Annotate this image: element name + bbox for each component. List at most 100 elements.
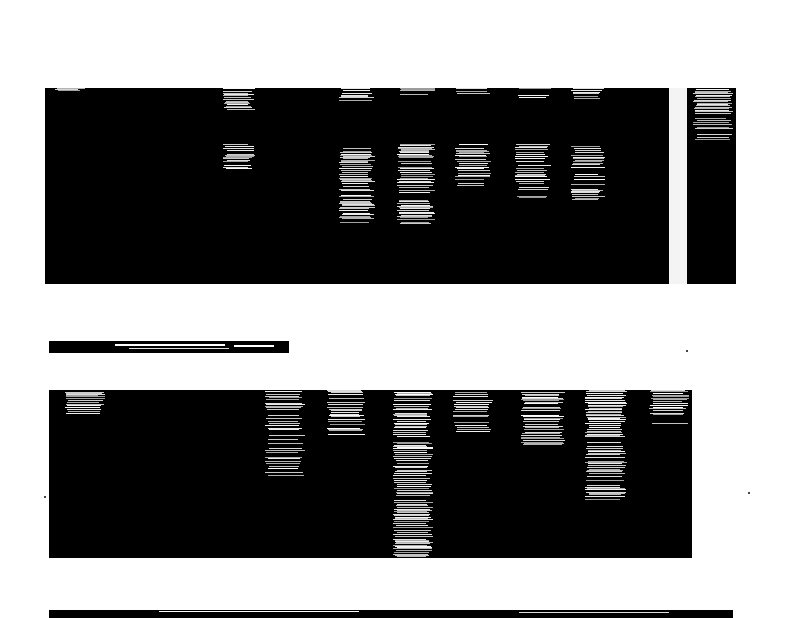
band-streak bbox=[394, 458, 431, 459]
band-streak bbox=[265, 461, 301, 462]
band-streak bbox=[394, 400, 430, 401]
band-streak bbox=[268, 428, 302, 429]
band-streak bbox=[393, 414, 427, 415]
upper-lane-1 bbox=[55, 88, 85, 284]
band-streak bbox=[399, 155, 432, 156]
band-streak bbox=[518, 189, 548, 190]
band-streak bbox=[521, 435, 562, 436]
bottom-bar bbox=[49, 610, 733, 618]
band-streak bbox=[697, 134, 732, 135]
band-streak bbox=[327, 407, 363, 408]
band-streak bbox=[268, 468, 298, 469]
band-streak bbox=[394, 521, 429, 522]
band-streak bbox=[585, 489, 626, 490]
band-streak bbox=[394, 427, 426, 428]
band-streak bbox=[343, 186, 369, 187]
band-streak bbox=[342, 204, 374, 205]
band-streak bbox=[343, 90, 370, 91]
band-streak bbox=[573, 158, 604, 159]
band-streak bbox=[523, 421, 559, 422]
band-streak bbox=[68, 400, 103, 401]
band-streak bbox=[328, 394, 363, 395]
band-streak bbox=[397, 206, 433, 207]
band-streak bbox=[394, 502, 433, 503]
band-streak bbox=[588, 411, 622, 412]
band-streak bbox=[341, 154, 371, 155]
band-streak bbox=[223, 144, 248, 145]
band-streak bbox=[397, 154, 429, 155]
band-streak bbox=[329, 409, 362, 410]
band-streak bbox=[343, 148, 371, 149]
band-streak bbox=[589, 408, 622, 409]
band-streak bbox=[393, 432, 426, 433]
band-streak bbox=[588, 419, 626, 420]
band-streak bbox=[575, 160, 604, 161]
band-streak bbox=[227, 150, 254, 151]
band-streak bbox=[459, 163, 488, 164]
band-streak bbox=[516, 181, 544, 182]
band-streak bbox=[588, 450, 621, 451]
band-streak bbox=[223, 148, 254, 149]
band-streak bbox=[589, 390, 625, 391]
band-streak bbox=[393, 446, 427, 447]
lower-lane-7 bbox=[585, 390, 627, 558]
band-streak bbox=[268, 415, 299, 416]
band-streak bbox=[397, 393, 432, 394]
band-streak bbox=[66, 413, 100, 414]
band-streak bbox=[226, 106, 251, 107]
band-streak bbox=[394, 515, 429, 516]
band-streak bbox=[341, 96, 368, 97]
band-streak bbox=[585, 398, 622, 399]
band-streak bbox=[66, 394, 105, 395]
band-streak bbox=[398, 170, 430, 171]
band-streak bbox=[67, 402, 99, 403]
band-streak bbox=[399, 201, 429, 202]
band-streak bbox=[571, 184, 605, 185]
band-streak bbox=[396, 460, 428, 461]
band-streak bbox=[339, 97, 374, 98]
band-streak bbox=[342, 180, 372, 181]
band-streak bbox=[695, 91, 731, 92]
band-streak bbox=[394, 511, 427, 512]
band-streak bbox=[586, 492, 626, 493]
band-streak bbox=[340, 201, 370, 202]
band-streak bbox=[66, 398, 105, 399]
band-streak bbox=[455, 148, 484, 149]
band-streak bbox=[328, 421, 362, 422]
band-streak bbox=[397, 547, 432, 548]
band-streak bbox=[399, 190, 435, 191]
band-streak bbox=[224, 97, 251, 98]
band-streak bbox=[695, 118, 726, 119]
band-streak bbox=[266, 399, 299, 400]
band-streak bbox=[401, 176, 433, 177]
band-streak bbox=[227, 104, 248, 105]
band-streak bbox=[395, 471, 427, 472]
band-streak bbox=[339, 203, 372, 204]
band-streak bbox=[331, 412, 359, 413]
band-streak bbox=[269, 466, 299, 467]
band-streak bbox=[574, 96, 598, 97]
band-streak bbox=[588, 451, 625, 452]
band-streak bbox=[397, 210, 429, 211]
band-streak bbox=[574, 176, 605, 177]
band-streak bbox=[265, 406, 303, 407]
band-streak bbox=[693, 122, 729, 123]
band-streak bbox=[401, 222, 429, 223]
band-streak bbox=[398, 148, 432, 149]
band-streak bbox=[455, 155, 486, 156]
band-streak bbox=[521, 438, 564, 439]
band-streak bbox=[394, 488, 429, 489]
band-streak bbox=[395, 517, 431, 518]
band-streak bbox=[650, 391, 688, 392]
band-streak bbox=[587, 485, 620, 486]
scan-speck bbox=[748, 492, 750, 494]
band-streak bbox=[339, 174, 368, 175]
band-streak bbox=[396, 395, 430, 396]
band-streak bbox=[393, 539, 426, 540]
band-streak bbox=[393, 478, 430, 479]
band-streak bbox=[328, 404, 363, 405]
band-streak bbox=[458, 170, 490, 171]
band-streak bbox=[397, 219, 435, 220]
band-streak bbox=[653, 414, 683, 415]
band-streak bbox=[340, 222, 369, 223]
